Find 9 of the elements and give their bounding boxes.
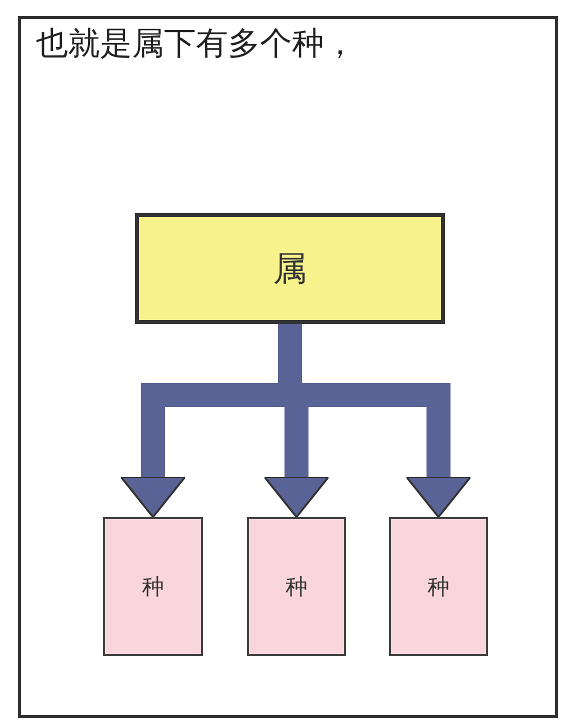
box-label: 种 bbox=[428, 574, 450, 602]
genus-box bbox=[135, 213, 445, 324]
box-label: 种 bbox=[286, 574, 308, 602]
box-label: 种 bbox=[142, 574, 164, 602]
heading: 也就是属下有多个种， bbox=[36, 23, 356, 64]
box-label: 属 bbox=[273, 248, 307, 290]
species-box bbox=[103, 517, 203, 656]
species-box bbox=[389, 517, 488, 656]
species-box bbox=[247, 517, 346, 656]
